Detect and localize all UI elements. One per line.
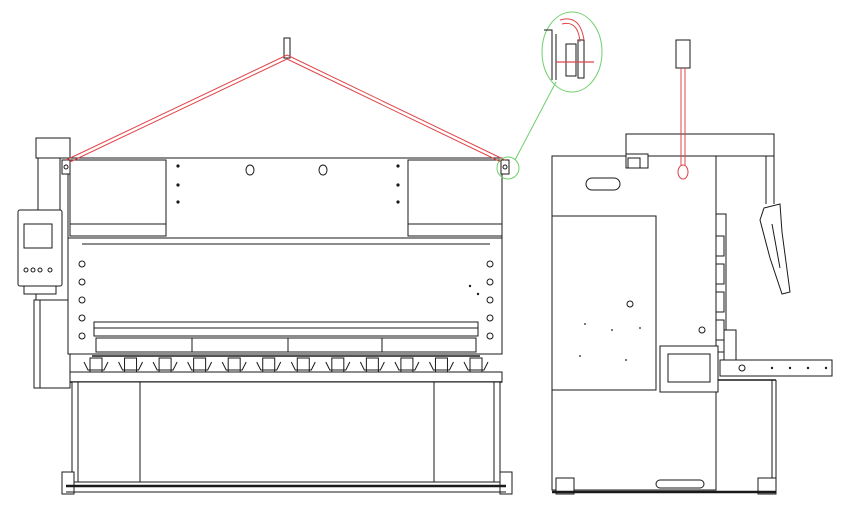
clamp-jaw <box>429 361 454 371</box>
clamp-jaw <box>359 361 385 371</box>
ram-beam <box>92 321 480 357</box>
side-view <box>551 39 833 495</box>
clamp-jaw <box>152 361 178 371</box>
worktop <box>69 371 503 383</box>
lifting-hook-icon <box>283 37 291 59</box>
clamp-jaw <box>221 361 247 371</box>
side-frame <box>551 155 777 495</box>
control-pendant <box>17 209 63 300</box>
tooling-clamps <box>83 357 489 373</box>
clamp-jaw <box>83 361 109 371</box>
clamp-jaw <box>118 361 143 371</box>
side-top-arm <box>625 133 775 204</box>
clamp-jaw <box>256 361 282 371</box>
side-control-box <box>659 345 719 393</box>
detail-magnifier-icon <box>496 11 603 180</box>
side-bolts-left <box>78 260 86 340</box>
side-bolts-right <box>468 260 494 340</box>
sling-rope-icon <box>65 54 506 163</box>
clamp-jaw <box>463 361 489 371</box>
side-lifting-hook <box>675 39 691 180</box>
support-arm <box>718 359 833 478</box>
front-view <box>17 11 603 495</box>
clamp-jaw <box>394 361 420 371</box>
clamp-jaw <box>325 361 351 371</box>
upper-frame <box>67 157 503 355</box>
clamp-jaw <box>290 361 316 371</box>
side-pendant <box>759 203 791 295</box>
lower-frame <box>61 381 513 495</box>
left-housing <box>33 137 71 389</box>
clamp-jaw <box>187 361 213 371</box>
